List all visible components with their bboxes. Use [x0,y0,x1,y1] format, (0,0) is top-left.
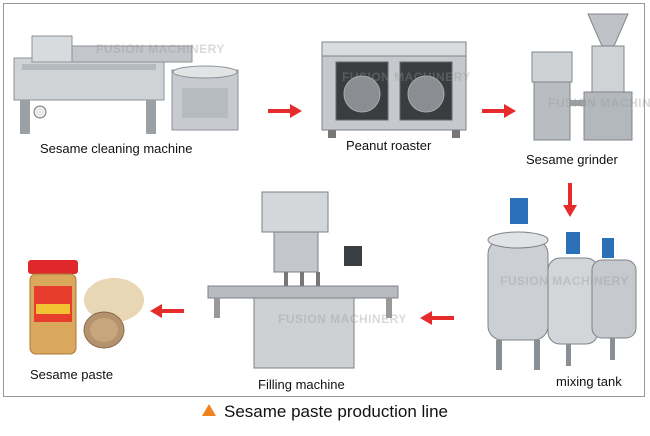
watermark-5: FUSION MACHINERY [278,312,407,326]
label-cleaning-machine: Sesame cleaning machine [40,141,193,156]
arrow-right-icon [482,104,516,118]
diagram-caption: Sesame paste production line [0,402,650,422]
peanut-roaster-image [318,34,470,138]
caption-text: Sesame paste production line [224,402,448,421]
sesame-grinder-image [526,12,636,146]
sesame-paste-image [22,256,148,360]
arrow-down-icon [563,183,577,217]
label-peanut-roaster: Peanut roaster [346,138,432,153]
arrow-left-icon [150,304,184,318]
watermark-4: FUSION MACHINERY [500,274,629,288]
watermark-1: FUSION MACHINERY [96,42,225,56]
label-sesame-paste: Sesame paste [30,367,114,382]
mixing-tank-image [470,198,642,374]
arrow-left-icon [420,311,454,325]
watermark-2: FUSION MACHINERY [342,70,471,84]
watermark-3: FUSION MACHINERY [548,96,650,110]
filling-machine-image [204,190,404,374]
label-mixing-tank: mixing tank [556,374,622,389]
triangle-icon [202,404,216,416]
arrow-right-icon [268,104,302,118]
label-sesame-grinder: Sesame grinder [526,152,618,167]
cleaning-machine-image [12,28,244,136]
label-filling-machine: Filling machine [258,377,345,392]
